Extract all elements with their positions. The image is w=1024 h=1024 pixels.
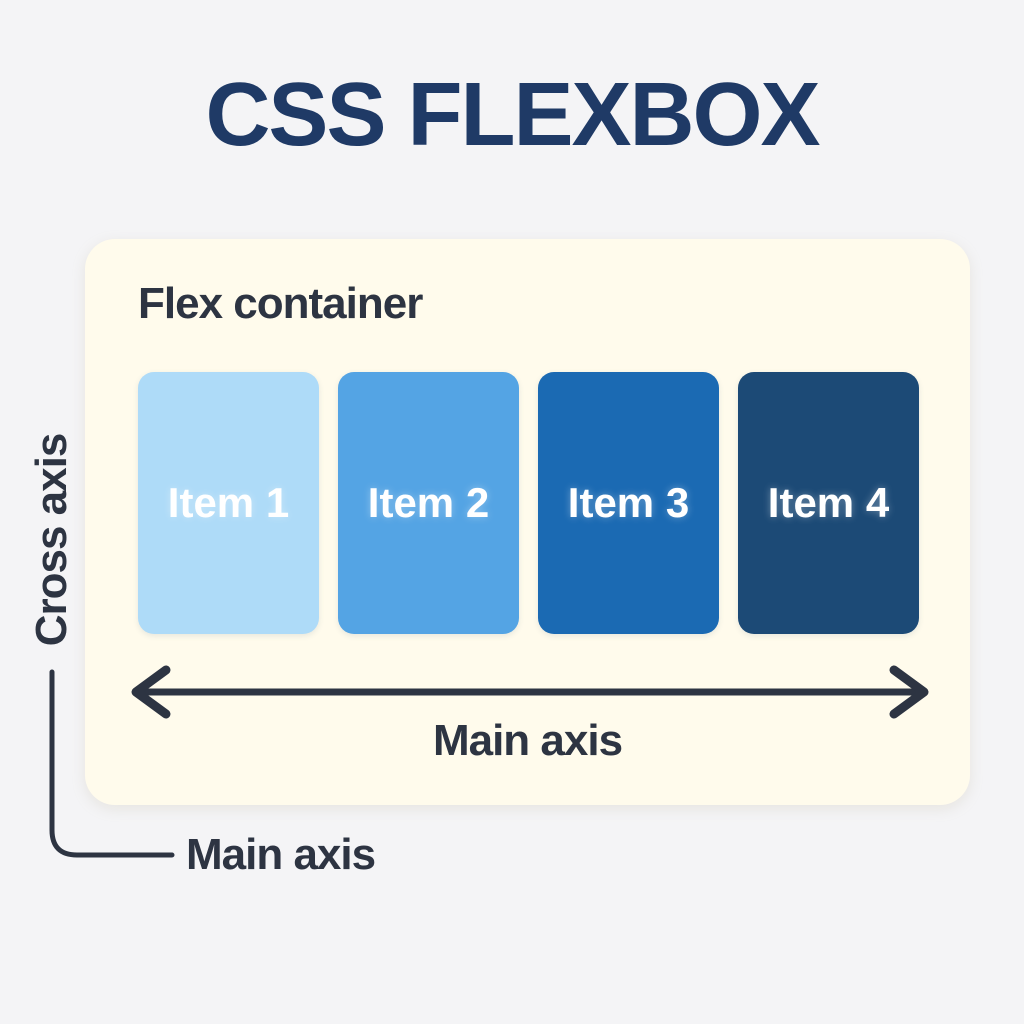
flex-items-row: Item 1 Item 2 Item 3 Item 4 [138,372,919,634]
page-title: CSS FLEXBOX [205,65,820,165]
flex-item-4-label: Item 4 [767,479,890,526]
flex-item-3-label: Item 3 [567,479,690,526]
cross-axis-connector-line [49,669,175,858]
cross-axis-label: Cross axis [27,433,76,647]
flex-item-1: Item 1 [138,372,319,634]
flex-item-2: Item 2 [338,372,519,634]
flex-item-1-label: Item 1 [167,479,290,526]
flex-container-label: Flex container [138,279,423,328]
flex-item-2-label: Item 2 [367,479,490,526]
flex-item-3: Item 3 [538,372,719,634]
main-axis-double-arrow-icon [131,665,929,719]
main-axis-callout-label: Main axis [186,830,376,879]
flex-item-4: Item 4 [738,372,919,634]
flex-container-box: Flex container Item 1 Item 2 Item 3 Item… [85,239,970,805]
main-axis-label: Main axis [432,716,623,765]
